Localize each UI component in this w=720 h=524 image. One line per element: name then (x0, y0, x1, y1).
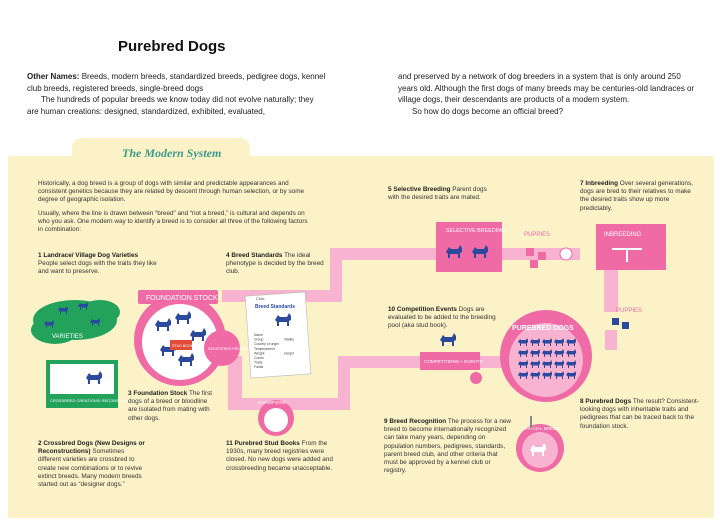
step-10-title: 10 Competition Events (388, 306, 457, 313)
registered-pedigrees-label: REGISTERED PEDIGREES ONLY (208, 347, 264, 351)
other-names-text: Breeds, modern breeds, standardized bree… (27, 72, 326, 93)
step-1-text: People select dogs with the traits they … (38, 260, 157, 276)
form-field-label: Traits (254, 361, 263, 365)
purebred-dogs-label: PUREBRED DOGS (512, 325, 574, 332)
form-field-label: Faults (254, 365, 264, 369)
step-11: 11 Purebred Stud Books From the 1930s, m… (226, 440, 338, 473)
purebred-dogs-circle: PUREBRED DOGS (500, 310, 592, 402)
section-title: The Modern System (122, 146, 222, 160)
intro-right-column: and preserved by a network of dog breede… (398, 71, 698, 117)
official-breed-badge: OFFICIAL BREED (516, 416, 564, 472)
history-paragraph-1: Historically, a dog breed is a group of … (38, 180, 305, 204)
selective-breeding-box: SELECTIVE BREEDING PUPPIES (436, 222, 573, 272)
stud-book-label: STUD BOOK (172, 344, 194, 348)
puppies-label-1: PUPPIES (524, 232, 550, 238)
step-8-text: The result? Consistent-looking dogs with… (580, 398, 699, 430)
intro-paragraph-2: and preserved by a network of dog breede… (398, 72, 695, 104)
step-10: 10 Competition Events Dogs are evaluated… (388, 306, 504, 331)
step-7: 7 Inbreeding Over several generations, d… (580, 180, 700, 213)
history-paragraph-2: Usually, where the line is drawn between… (38, 210, 308, 234)
form-field-label: Temperament (254, 347, 275, 351)
form-field-label: Colors (254, 356, 264, 360)
crossbred-box: CROSSBRED CREATIONS/ RECONSTRUCTIONS (46, 360, 142, 408)
step-10-text: Dogs are evaluated to be added to the br… (388, 306, 496, 330)
puppies-label-2: PUPPIES (616, 308, 642, 314)
form-field-label: Weight (254, 351, 265, 355)
selective-breeding-label: SELECTIVE BREEDING (446, 228, 505, 234)
modern-system-panel (8, 156, 714, 518)
step-3-text: The first dogs of a breed or bloodline a… (128, 390, 213, 422)
form-field-vitality: Vitality (284, 338, 294, 342)
form-field-label: Group (254, 338, 264, 342)
step-1-title: 1 Landrace/ Village Dog Varieties (38, 252, 139, 259)
step-4-title: 4 Breed Standards (226, 252, 283, 259)
step-9-title: 9 Breed Recognition (384, 418, 447, 425)
other-names-label: Other Names: (27, 72, 80, 81)
intro-paragraph-1: The hundreds of popular breeds we know t… (27, 95, 314, 116)
foundation-stock-label: FOUNDATION STOCK (146, 295, 218, 302)
page-title: Purebred Dogs (118, 38, 226, 55)
breed-standards-title: Breed Standards (255, 304, 295, 310)
inbreeding-label: INBREEDING (604, 232, 642, 238)
step-8-title: 8 Purebred Dogs (580, 398, 632, 405)
official-breed-label: OFFICIAL BREED (522, 426, 560, 431)
champions-badge: CHAMPIONS (258, 400, 294, 436)
step-11-title: 11 Purebred Stud Books (226, 440, 300, 447)
step-11-text: From the 1930s, many breed registries we… (226, 440, 333, 472)
step-7-text: Over several generations, dogs are bred … (580, 180, 693, 212)
step-2-text: Sometimes different varieties are crossb… (38, 448, 143, 489)
intro-left-column: Other Names: Breeds, modern breeds, stan… (27, 71, 327, 117)
other-names-paragraph: Other Names: Breeds, modern breeds, stan… (27, 71, 327, 94)
club-label: Club: (256, 297, 265, 301)
step-7-title: 7 Inbreeding (580, 180, 618, 187)
crossbred-label: CROSSBRED CREATIONS/ RECONSTRUCTIONS (50, 398, 142, 403)
step-2-title: 2 Crossbred Dogs (New Designs or Reconst… (38, 440, 145, 456)
step-3-title: 3 Foundation Stock (128, 390, 188, 397)
step-4-text: The ideal phenotype is decided by the br… (226, 252, 324, 276)
inbreeding-box: INBREEDING PUPPIES (596, 224, 666, 329)
competitions-banner: COMPETITIONS + EVENTS (420, 333, 483, 384)
competitions-label: COMPETITIONS + EVENTS (424, 359, 483, 364)
form-field-height: Height (284, 351, 294, 355)
foundation-stock-circle: FOUNDATION STOCK STUD BOOK REGISTERED PE… (134, 290, 264, 386)
step-3: 3 Foundation Stock The first dogs of a b… (128, 390, 216, 423)
intro-paragraph-3: So how do dogs become an official breed? (412, 106, 564, 116)
step-5-title: 5 Selective Breeding (388, 186, 451, 193)
step-8: 8 Purebred Dogs The result? Consistent-l… (580, 398, 702, 431)
step-2: 2 Crossbred Dogs (New Designs or Reconst… (38, 440, 148, 489)
form-field-label: Name (254, 333, 263, 337)
step-5: 5 Selective Breeding Parent dogs with th… (388, 186, 498, 202)
step-4: 4 Breed Standards The ideal phenotype is… (226, 252, 326, 277)
step-5-text: Parent dogs with the desired traits are … (388, 186, 487, 202)
varieties-label: VARIETIES (52, 334, 83, 340)
step-9-text: The process for a new breed to become in… (384, 418, 512, 475)
form-field-label: Country of origin (254, 342, 279, 346)
varieties-cloud: VARIETIES (31, 300, 120, 344)
step-9: 9 Breed Recognition The process for a ne… (384, 418, 512, 475)
champions-label: CHAMPIONS (258, 400, 286, 405)
